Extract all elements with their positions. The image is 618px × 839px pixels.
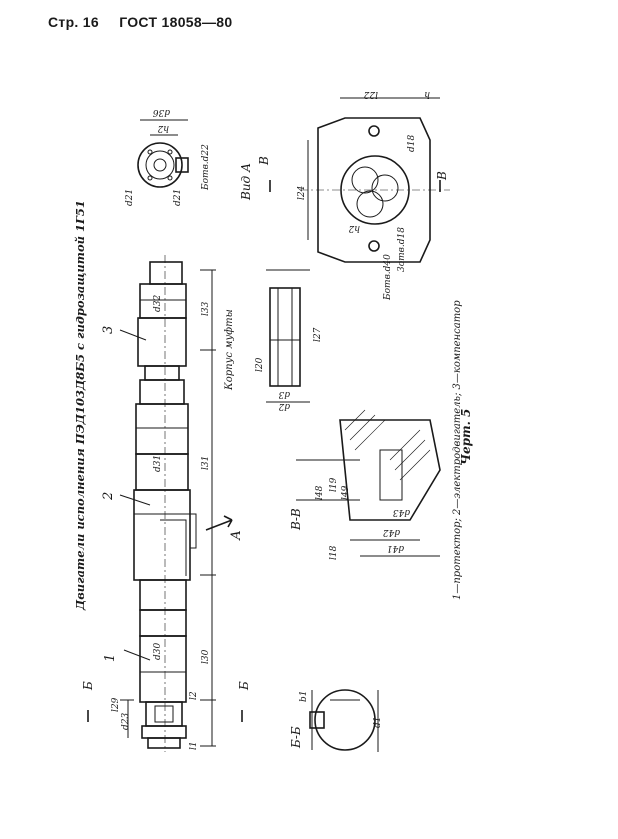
- dim-holes-d22: Ботв.d22: [201, 144, 211, 191]
- section-v-v-label: В-В: [289, 508, 303, 531]
- dim-sec-l48: l48: [315, 485, 325, 500]
- motor-assembly: [119, 255, 233, 752]
- dim-bb-b1: b1: [299, 691, 309, 703]
- dim-sec-l49: l49: [341, 485, 351, 500]
- section-v-bottom: В: [435, 171, 449, 181]
- dim-coupling-l27: l27: [313, 327, 323, 342]
- dim-sec-d42: d42: [383, 527, 400, 537]
- arrow-a-label: А: [229, 530, 244, 541]
- dim-d23: d23: [121, 713, 131, 730]
- part-number-1: 1: [103, 654, 118, 662]
- section-v-v: [296, 409, 441, 557]
- figure-label: Черт. 5: [459, 409, 473, 465]
- dim-sec-d41: d41: [387, 543, 404, 553]
- head-end-view: [137, 119, 189, 188]
- part-number-2: 2: [101, 492, 116, 501]
- coupling-label: Корпус муфты: [224, 309, 235, 391]
- part-number-3: 3: [101, 326, 116, 334]
- dim-view-h2: h2: [348, 223, 360, 233]
- dim-d21: d21: [125, 189, 135, 206]
- section-mark-b-top: Б: [81, 681, 95, 691]
- dim-view-l24: l24: [297, 185, 307, 200]
- view-a: [300, 97, 450, 263]
- view-a-label: Вид А: [239, 163, 253, 201]
- dim-view-l22: l22: [363, 89, 378, 99]
- dim-l2: l2: [189, 691, 199, 700]
- dim-coupling-d2: d2: [278, 401, 290, 411]
- dim-d21-b: d21: [173, 189, 183, 206]
- dim-view-h: h: [424, 89, 430, 99]
- dim-sec-d43: d43: [393, 507, 410, 517]
- drawing-title: Двигатели исполнения ПЭД103Д8Б5 с гидроз…: [73, 200, 87, 611]
- dim-view-d18: d18: [407, 135, 417, 152]
- dim-coupling-d3: d3: [278, 389, 290, 399]
- dim-l1: l1: [189, 741, 199, 750]
- dim-l33: l33: [201, 301, 211, 316]
- page-number: Стр. 16: [48, 14, 99, 30]
- dim-sec-l18: l18: [329, 545, 339, 560]
- dim-d36: d36: [153, 107, 170, 117]
- standard-number: ГОСТ 18058—80: [119, 14, 233, 30]
- dim-sec-l19: l19: [329, 477, 339, 492]
- section-b-b-label: Б-Б: [289, 726, 303, 749]
- section-b-b: [309, 689, 379, 752]
- dim-coupling-l20: l20: [255, 357, 265, 372]
- dim-h2: h2: [157, 123, 169, 133]
- coupling-housing: [266, 269, 310, 403]
- page-header: Стр. 16 ГОСТ 18058—80: [48, 14, 248, 30]
- dim-view-b-holes: Ботв.d40: [383, 254, 393, 301]
- dim-l29: l29: [111, 697, 121, 712]
- section-mark-b-bottom: Б: [237, 681, 251, 691]
- dim-d32: d32: [153, 295, 163, 312]
- dim-l30: l30: [201, 649, 211, 664]
- dim-d30: d30: [153, 643, 163, 660]
- section-v-top: В: [257, 156, 271, 166]
- dim-d31: d31: [153, 455, 163, 472]
- dim-l31: l31: [201, 456, 211, 470]
- dim-bb-d1: d1: [373, 717, 383, 729]
- caption-legend: 1—протектор; 2—электродвигатель; 3—компе…: [452, 300, 463, 600]
- dim-view-3-holes: 3отв.d18: [397, 227, 407, 272]
